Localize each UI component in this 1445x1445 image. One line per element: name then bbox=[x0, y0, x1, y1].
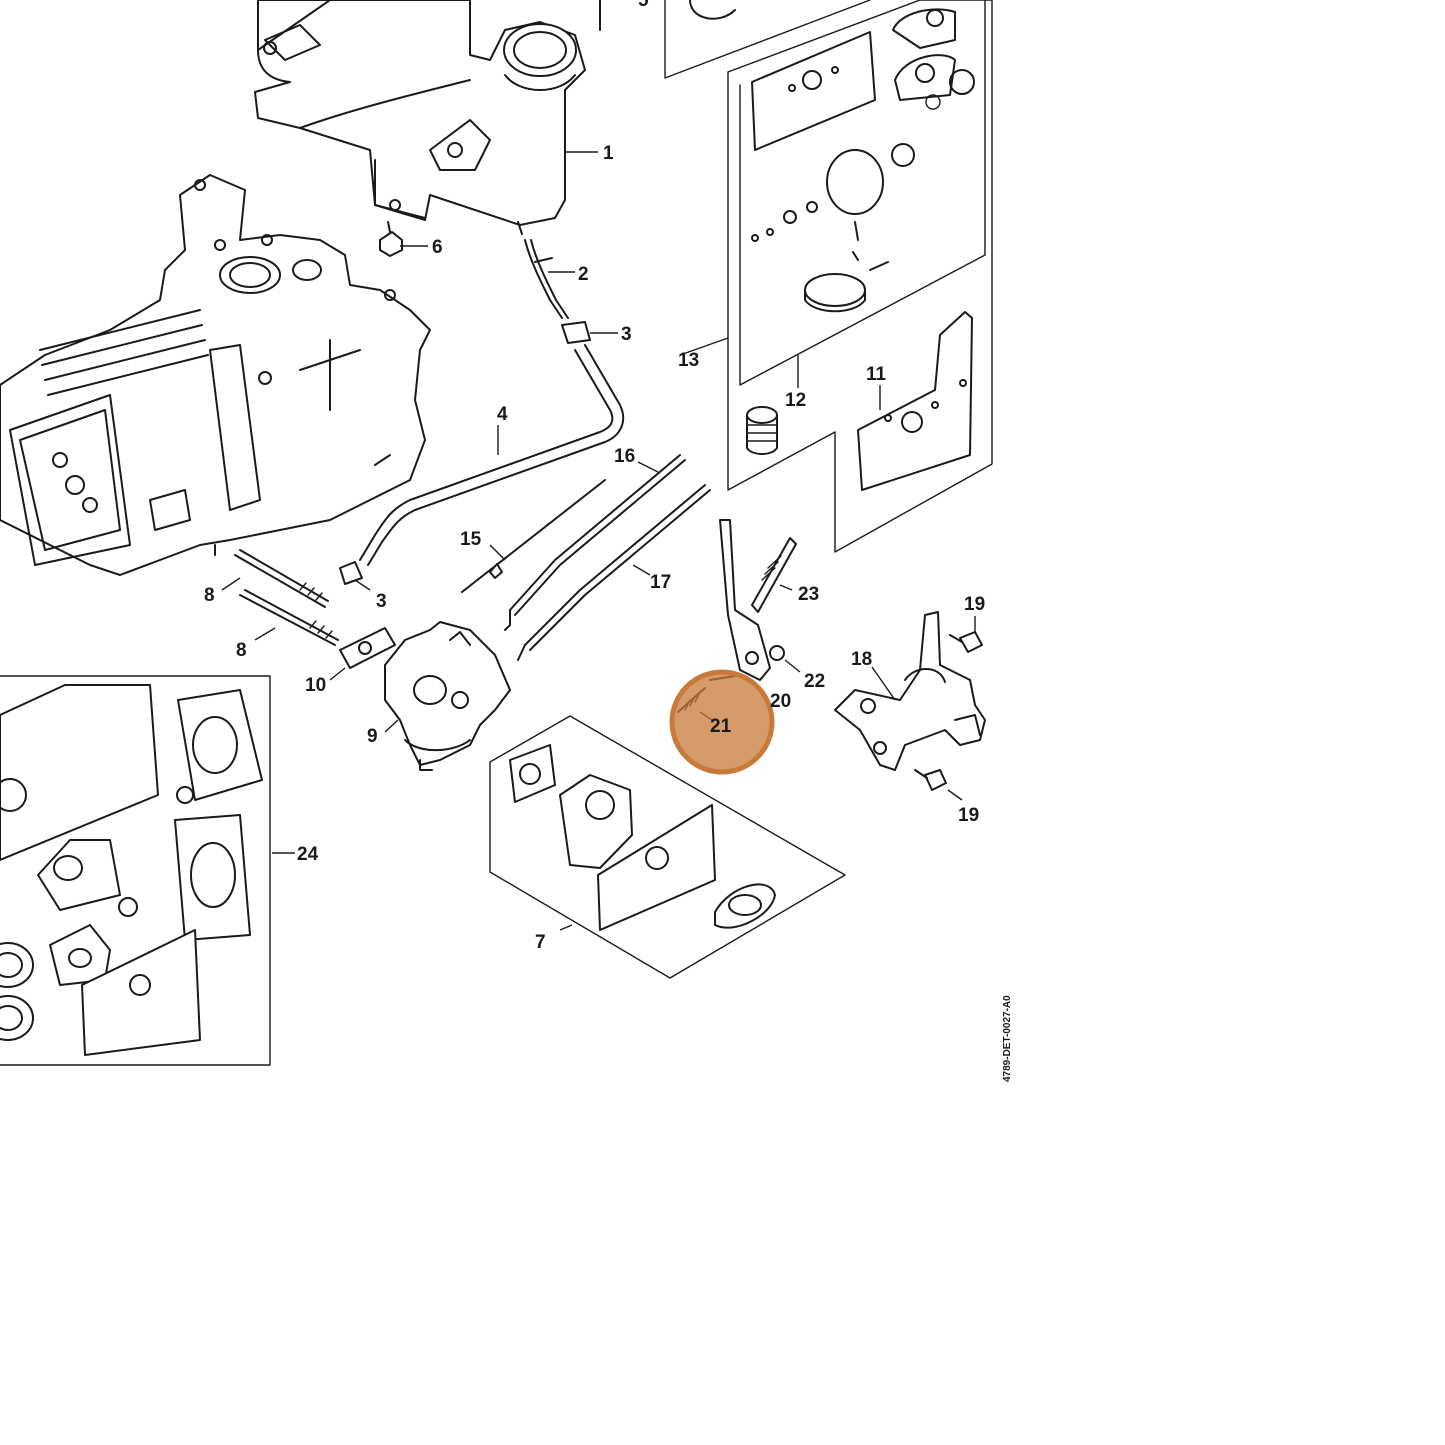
callout-11[interactable]: 11 bbox=[866, 364, 887, 385]
governor-rod-16[interactable] bbox=[504, 454, 686, 631]
governor-lever-20[interactable] bbox=[719, 519, 771, 681]
callout-22[interactable]: 22 bbox=[804, 671, 825, 692]
gasket-kit-box-5[interactable] bbox=[664, 0, 871, 79]
callout-3-bottom[interactable]: 3 bbox=[376, 591, 387, 612]
callout-12[interactable]: 12 bbox=[785, 390, 806, 411]
callout-8-lower[interactable]: 8 bbox=[236, 640, 247, 661]
highlight-marker bbox=[669, 669, 775, 775]
callout-4[interactable]: 4 bbox=[497, 404, 508, 425]
carburetor-9[interactable] bbox=[384, 621, 511, 771]
hose-clamp-3-top[interactable] bbox=[561, 321, 591, 344]
gasket-kit-box-24[interactable] bbox=[0, 675, 271, 1066]
callout-2[interactable]: 2 bbox=[578, 264, 589, 285]
gasket-kit-box-7[interactable] bbox=[489, 715, 846, 979]
fuel-hose-4[interactable] bbox=[359, 344, 625, 566]
control-assembly-18[interactable] bbox=[834, 611, 986, 771]
bolt-19-top[interactable] bbox=[949, 631, 983, 653]
stud-8-lower[interactable] bbox=[239, 589, 339, 646]
callout-7[interactable]: 7 bbox=[535, 932, 546, 953]
spring-23[interactable] bbox=[751, 537, 797, 613]
washer-22[interactable] bbox=[769, 645, 785, 661]
gasket-plate-11[interactable] bbox=[857, 311, 973, 491]
throttle-rod-17[interactable] bbox=[517, 484, 711, 661]
callout-21[interactable]: 21 bbox=[710, 716, 732, 737]
gasket-10[interactable] bbox=[339, 627, 396, 669]
callout-6[interactable]: 6 bbox=[432, 237, 443, 258]
fuel-filter-2[interactable] bbox=[524, 239, 569, 319]
callout-20[interactable]: 20 bbox=[770, 691, 791, 712]
callouts: 1 2 3 3 4 5 6 7 8 8 9 10 11 12 13 15 16 … bbox=[204, 0, 985, 953]
callout-5[interactable]: 5 bbox=[638, 0, 649, 11]
callout-10[interactable]: 10 bbox=[305, 675, 326, 696]
fuel-tank[interactable] bbox=[254, 0, 601, 235]
hose-clamp-3-bottom[interactable] bbox=[339, 561, 363, 585]
carburetor-kit-box-13[interactable] bbox=[727, 0, 993, 553]
callout-1[interactable]: 1 bbox=[603, 143, 614, 164]
callout-8-upper[interactable]: 8 bbox=[204, 585, 215, 606]
callout-23[interactable]: 23 bbox=[798, 584, 819, 605]
bolt-6[interactable] bbox=[379, 221, 403, 257]
leader-lines bbox=[221, 151, 976, 931]
document-id: 4789-DET-0027-A0 bbox=[1002, 995, 1013, 1082]
primer-bulb-12[interactable] bbox=[746, 406, 778, 455]
callout-16[interactable]: 16 bbox=[614, 446, 635, 467]
callout-19-top[interactable]: 19 bbox=[964, 594, 985, 615]
callout-15[interactable]: 15 bbox=[460, 529, 482, 550]
callout-9[interactable]: 9 bbox=[367, 726, 378, 747]
callout-17[interactable]: 17 bbox=[650, 572, 671, 593]
callout-19-bottom[interactable]: 19 bbox=[958, 805, 979, 826]
stud-8-upper[interactable] bbox=[234, 549, 329, 608]
callout-13[interactable]: 13 bbox=[678, 350, 699, 371]
rod-15[interactable] bbox=[461, 479, 606, 593]
callout-3-top[interactable]: 3 bbox=[621, 324, 632, 345]
bolt-19-bottom[interactable] bbox=[914, 769, 947, 791]
engine-block bbox=[0, 174, 431, 576]
callout-18[interactable]: 18 bbox=[851, 649, 872, 670]
callout-24[interactable]: 24 bbox=[297, 844, 319, 865]
